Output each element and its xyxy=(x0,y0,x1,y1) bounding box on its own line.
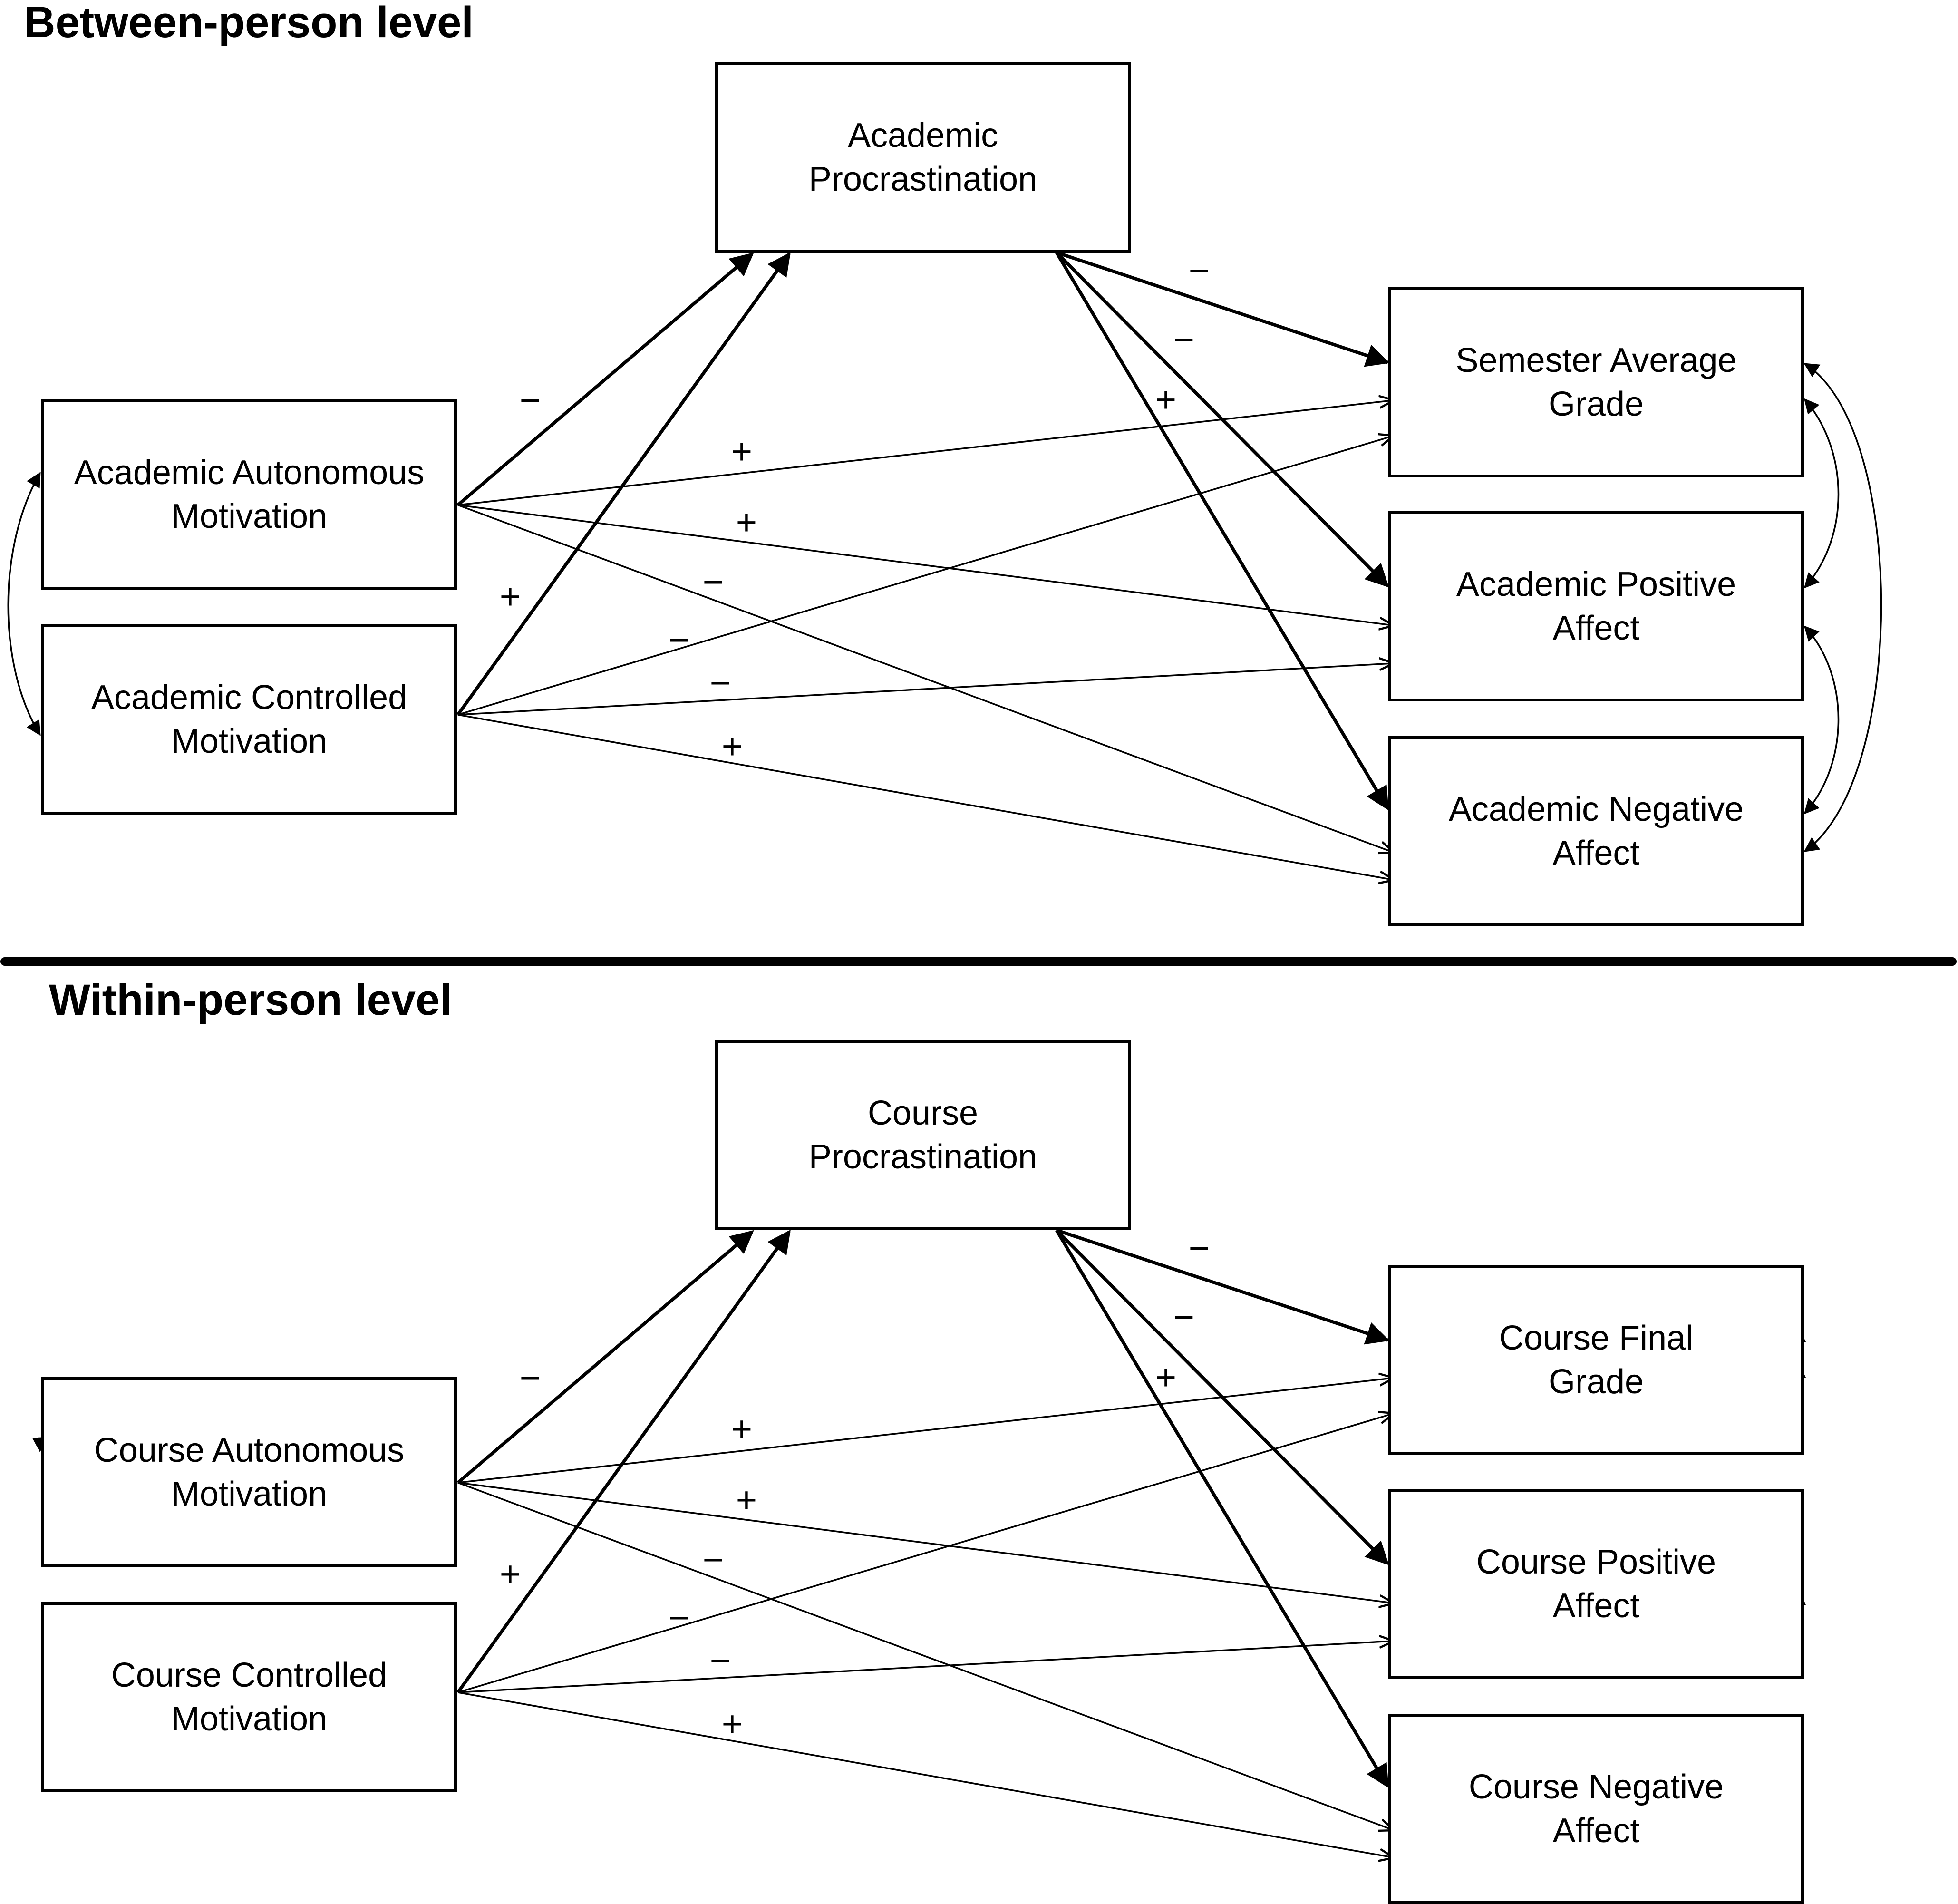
path-arrow-aut-proc xyxy=(456,252,754,506)
path-arrow-proc-neg xyxy=(1055,1229,1389,1788)
node-box-controlled xyxy=(41,624,457,815)
path-arrow-con-grade xyxy=(457,1414,1393,1693)
path-arrow-aut-proc xyxy=(456,1230,754,1484)
node-label-negative: Course Negative xyxy=(1469,1768,1724,1806)
path-sign-con-neg: + xyxy=(722,1704,743,1744)
path-arrow-con-pos xyxy=(457,1641,1393,1693)
path-sign-aut-grade: + xyxy=(731,431,752,472)
path-arrow-proc-grade xyxy=(1056,251,1390,367)
node-label-controlled: Course Controlled xyxy=(111,1656,387,1694)
path-arrow-con-neg xyxy=(457,1691,1393,1857)
path-arrow-con-proc xyxy=(456,252,791,716)
path-sign-aut-neg: − xyxy=(703,562,724,602)
path-sign-proc-grade: − xyxy=(1189,1228,1210,1269)
node-box-procrastination xyxy=(715,1040,1131,1230)
node-label-positive: Affect xyxy=(1553,609,1640,647)
node-box-negative xyxy=(1388,1714,1804,1904)
between-person-panel: Between-person level−+−−+++−−−+AcademicP… xyxy=(7,0,1882,926)
path-sign-aut-proc: − xyxy=(520,1358,541,1399)
section-title: Within-person level xyxy=(49,976,452,1024)
node-box-procrastination xyxy=(715,62,1131,253)
node-box-positive xyxy=(1388,511,1804,701)
node-box-positive xyxy=(1388,1489,1804,1679)
correlation-positive-negative xyxy=(1803,625,1840,815)
node-label-negative: Affect xyxy=(1553,834,1640,872)
node-label-autonomous: Motivation xyxy=(171,1475,327,1513)
path-sign-aut-pos: + xyxy=(736,502,757,543)
path-arrow-aut-neg xyxy=(457,504,1393,852)
path-arrow-aut-pos xyxy=(457,504,1393,625)
node-label-autonomous: Academic Autonomous xyxy=(74,454,424,492)
node-box-grade xyxy=(1388,1265,1804,1455)
node-label-procrastination: Procrastination xyxy=(809,160,1037,198)
node-label-controlled: Academic Controlled xyxy=(91,679,407,717)
node-label-grade: Course Final xyxy=(1499,1319,1693,1357)
node-label-grade: Grade xyxy=(1549,1363,1644,1401)
path-arrow-con-neg xyxy=(457,714,1393,880)
node-label-procrastination: Course xyxy=(868,1094,978,1132)
path-arrow-con-pos xyxy=(457,663,1393,716)
path-sign-proc-grade: − xyxy=(1189,251,1210,291)
correlation-autonomous-controlled xyxy=(7,472,41,736)
node-label-controlled: Motivation xyxy=(171,1700,327,1738)
node-label-autonomous: Course Autonomous xyxy=(94,1431,404,1469)
path-arrow-con-proc xyxy=(456,1230,791,1694)
node-label-grade: Grade xyxy=(1549,385,1644,423)
path-sign-proc-pos: − xyxy=(1173,320,1194,360)
path-sign-proc-neg: + xyxy=(1155,1357,1176,1398)
section-title: Between-person level xyxy=(24,0,474,47)
path-sign-con-grade: − xyxy=(669,1598,689,1638)
correlation-grade-negative xyxy=(1803,363,1882,852)
path-sign-proc-pos: − xyxy=(1173,1297,1194,1338)
path-arrow-proc-grade xyxy=(1056,1228,1390,1345)
path-arrow-proc-neg xyxy=(1055,252,1389,811)
path-sign-aut-pos: + xyxy=(736,1480,757,1520)
node-label-autonomous: Motivation xyxy=(171,497,327,535)
node-box-grade xyxy=(1388,287,1804,477)
node-label-controlled: Motivation xyxy=(171,722,327,760)
node-label-negative: Affect xyxy=(1553,1812,1640,1850)
node-label-negative: Academic Negative xyxy=(1449,790,1744,828)
path-sign-con-grade: − xyxy=(669,620,689,661)
path-sign-proc-neg: + xyxy=(1155,379,1176,420)
path-arrow-aut-grade xyxy=(457,400,1393,506)
path-sign-aut-neg: − xyxy=(703,1540,724,1580)
path-arrow-con-grade xyxy=(457,436,1393,716)
path-sign-aut-proc: − xyxy=(520,380,541,421)
within-person-panel: Within-person level−+−−+++−−−+CourseProc… xyxy=(41,976,1804,1904)
path-sign-con-neg: + xyxy=(722,726,743,767)
path-sign-con-proc: + xyxy=(500,576,521,617)
path-arrow-aut-neg xyxy=(457,1482,1393,1830)
node-label-positive: Affect xyxy=(1553,1587,1640,1625)
correlation-grade-positive xyxy=(1803,398,1840,589)
path-sign-aut-grade: + xyxy=(731,1409,752,1449)
path-arrow-aut-pos xyxy=(457,1482,1393,1603)
node-box-controlled xyxy=(41,1602,457,1792)
path-sign-con-proc: + xyxy=(500,1554,521,1594)
node-box-negative xyxy=(1388,736,1804,926)
node-box-autonomous xyxy=(41,399,457,590)
node-label-grade: Semester Average xyxy=(1455,341,1736,379)
node-box-autonomous xyxy=(41,1377,457,1567)
node-label-procrastination: Procrastination xyxy=(809,1138,1037,1176)
path-sign-con-pos: − xyxy=(710,1641,731,1681)
path-sign-con-pos: − xyxy=(710,663,731,703)
node-label-positive: Course Positive xyxy=(1476,1543,1716,1581)
node-label-procrastination: Academic xyxy=(848,117,998,155)
path-arrow-aut-grade xyxy=(457,1378,1393,1484)
node-label-positive: Academic Positive xyxy=(1456,565,1736,603)
